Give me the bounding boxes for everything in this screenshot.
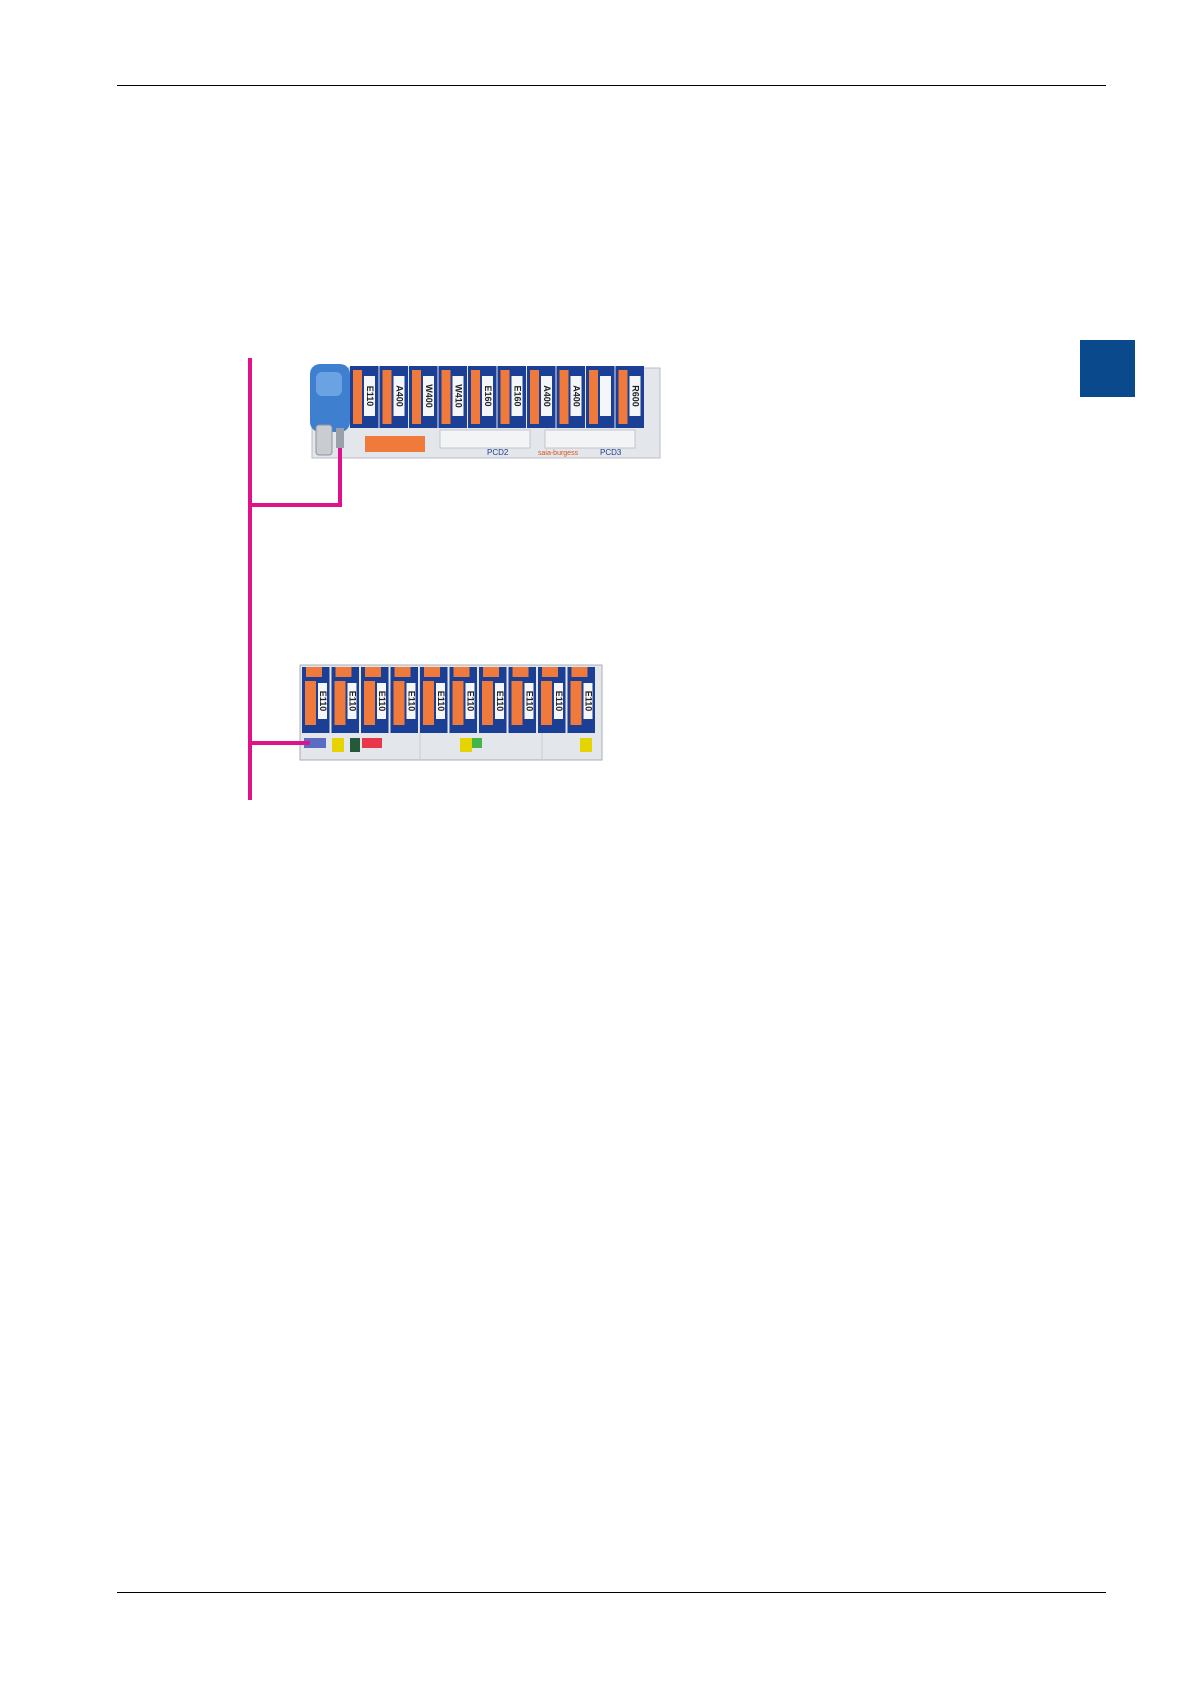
rio-red-terminals <box>362 738 382 748</box>
remote-io-module: E110 <box>509 667 537 733</box>
controller-io-module: E110 <box>350 366 379 428</box>
controller-module-label: R600 <box>631 385 641 407</box>
controller-io-module: E160 <box>468 366 497 428</box>
rio-dark-terminal <box>350 738 360 752</box>
dsub-connector <box>316 425 332 455</box>
controller-module-label: E160 <box>513 385 523 406</box>
remote-io-module-label: E110 <box>436 691 446 712</box>
controller-io-module: E160 <box>498 366 527 428</box>
controller-module-label: A400 <box>395 385 405 407</box>
brand-right: PCD3 <box>600 448 622 457</box>
remote-io-module: E110 <box>568 667 596 733</box>
brand-mid: saia-burgess <box>538 450 579 457</box>
controller-module-label: E110 <box>365 386 375 407</box>
remote-io-module-label: E110 <box>525 691 535 712</box>
remote-io-module-label: E110 <box>554 691 564 712</box>
bus-port <box>336 428 344 448</box>
remote-io-module: E110 <box>332 667 360 733</box>
controller-io-module <box>586 366 615 428</box>
remote-io-module: E110 <box>361 667 389 733</box>
remote-io-module: E110 <box>538 667 566 733</box>
remote-io-module: E110 <box>391 667 419 733</box>
remote-io-module-label: E110 <box>584 691 594 712</box>
rio-power-connector-1 <box>332 738 344 752</box>
plc-controller: E110 A400 W400 W410 E160 E160 A400 A400 R600 PCD… <box>310 364 660 458</box>
controller-io-module: R600 <box>616 366 645 428</box>
controller-module-label: W400 <box>424 384 434 408</box>
controller-io-module: A400 <box>527 366 556 428</box>
remote-io-module-label: E110 <box>466 691 476 712</box>
brand-left: PCD2 <box>487 448 509 457</box>
remote-io-module-label: E110 <box>318 691 328 712</box>
remote-io-module: E110 <box>479 667 507 733</box>
remote-io-module-label: E110 <box>348 691 358 712</box>
remote-io-module-label: E110 <box>377 691 387 712</box>
rio-power-connector-2 <box>460 738 472 752</box>
rio-power-connector-3 <box>580 738 592 752</box>
rio-green-terminal <box>472 738 482 748</box>
controller-module-label: W410 <box>454 384 464 408</box>
remote-io-module: E110 <box>420 667 448 733</box>
controller-io-module: A400 <box>557 366 586 428</box>
remote-io-module-label: E110 <box>495 691 505 712</box>
remote-io-station: E110 E110 E110 E110 E110 E110 E110 E110 E110 E110 <box>300 665 602 760</box>
remote-io-module-label: E110 <box>407 691 417 712</box>
controller-module-label: A400 <box>572 385 582 407</box>
controller-io-module: W410 <box>439 366 468 428</box>
remote-io-module: E110 <box>450 667 478 733</box>
controller-io-module: W400 <box>409 366 438 428</box>
controller-module-label: E160 <box>483 385 493 406</box>
controller-module-label: A400 <box>542 385 552 407</box>
controller-io-module: A400 <box>380 366 409 428</box>
remote-io-module: E110 <box>302 667 330 733</box>
